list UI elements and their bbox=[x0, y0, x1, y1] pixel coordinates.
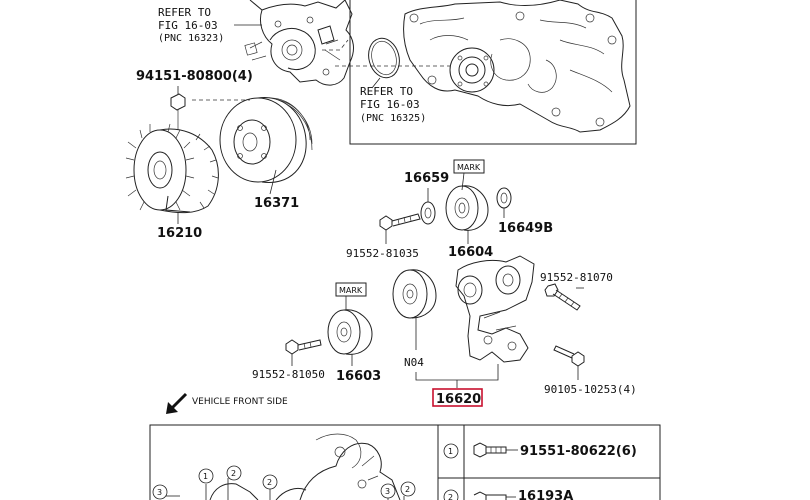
part-number-16604: 16604 bbox=[448, 245, 493, 260]
part-number-16603: 16603 bbox=[336, 369, 381, 384]
tensioner-assembly-highlight bbox=[432, 388, 483, 407]
part-number-16649b: 16649B bbox=[498, 221, 553, 236]
water-pump-housing-drawing bbox=[244, 0, 354, 86]
pulley-16371-drawing bbox=[219, 96, 313, 195]
mark-box-2 bbox=[335, 282, 367, 297]
callout-2: 2 bbox=[226, 465, 242, 481]
svg-text:2: 2 bbox=[231, 469, 236, 478]
bolt-81050-drawing bbox=[285, 339, 322, 366]
part-number-91552-81035: 91552-81035 bbox=[346, 247, 419, 260]
part-number-16659: 16659 bbox=[404, 171, 449, 186]
callout-1: 1 bbox=[198, 468, 214, 484]
legend-row-2: 2 16193A bbox=[443, 489, 573, 500]
idler-16604-drawing bbox=[445, 185, 489, 244]
legend-part-91551-80622: 91551-80622(6) bbox=[520, 444, 637, 459]
mark-box-1 bbox=[453, 159, 485, 174]
svg-text:1: 1 bbox=[203, 472, 208, 481]
assembly-bracket-lines bbox=[415, 364, 499, 381]
tensioner-bracket-drawing bbox=[455, 255, 535, 363]
part-number-16620: 16620 bbox=[436, 392, 481, 407]
water-pump-box bbox=[349, 0, 637, 145]
bolt-81070-drawing bbox=[544, 283, 584, 311]
callout-3: 3 bbox=[152, 484, 168, 500]
svg-text:2: 2 bbox=[267, 478, 272, 487]
part-number-91552-81070: 91552-81070 bbox=[540, 271, 613, 284]
svg-text:2: 2 bbox=[405, 485, 410, 494]
washer-16659-drawing bbox=[420, 188, 436, 225]
idler-16603-drawing bbox=[327, 309, 373, 366]
part-number-n04: N04 bbox=[404, 356, 424, 369]
part-number-90105-10253: 90105-10253(4) bbox=[544, 383, 637, 396]
part-number-16210: 16210 bbox=[157, 226, 202, 241]
svg-text:2: 2 bbox=[448, 493, 453, 500]
callout-5: 2 bbox=[400, 481, 416, 497]
svg-text:3: 3 bbox=[157, 488, 162, 497]
part-number-16371: 16371 bbox=[254, 196, 299, 211]
refer-to-label-right: REFER TO bbox=[360, 85, 413, 98]
arrow-down-left-icon bbox=[166, 392, 188, 414]
pnc-label-right: (PNC 16325) bbox=[360, 113, 426, 124]
fan-clutch-drawing bbox=[125, 123, 219, 224]
callout-4: 3 bbox=[380, 483, 396, 499]
idler-n04-drawing bbox=[392, 269, 437, 350]
bottom-detail-box bbox=[149, 424, 661, 500]
cap-16649b-drawing bbox=[496, 187, 512, 218]
part-number-94151: 94151-80800(4) bbox=[136, 69, 253, 84]
callout-6: 2 bbox=[262, 474, 278, 490]
bolt-94151-drawing bbox=[170, 86, 186, 130]
vehicle-front-side-label: VEHICLE FRONT SIDE bbox=[192, 397, 288, 407]
bolt-81035-drawing bbox=[379, 213, 421, 244]
bolt-90105-drawing bbox=[553, 345, 585, 380]
pnc-label-top: (PNC 16323) bbox=[158, 33, 224, 44]
leader-dashed-1 bbox=[322, 39, 349, 51]
legend-row-1: 1 91551-80622(6) bbox=[443, 442, 637, 459]
fig-ref-label-top: FIG 16-03 bbox=[158, 19, 218, 32]
svg-text:1: 1 bbox=[448, 447, 453, 456]
legend-part-16193a: 16193A bbox=[518, 489, 573, 500]
part-number-91552-81050: 91552-81050 bbox=[252, 368, 325, 381]
fig-ref-label-right: FIG 16-03 bbox=[360, 98, 420, 111]
svg-text:3: 3 bbox=[385, 487, 390, 496]
mark-label-2: MARK bbox=[339, 286, 363, 295]
refer-to-label-top: REFER TO bbox=[158, 6, 211, 19]
mark-label-1: MARK bbox=[457, 163, 481, 172]
